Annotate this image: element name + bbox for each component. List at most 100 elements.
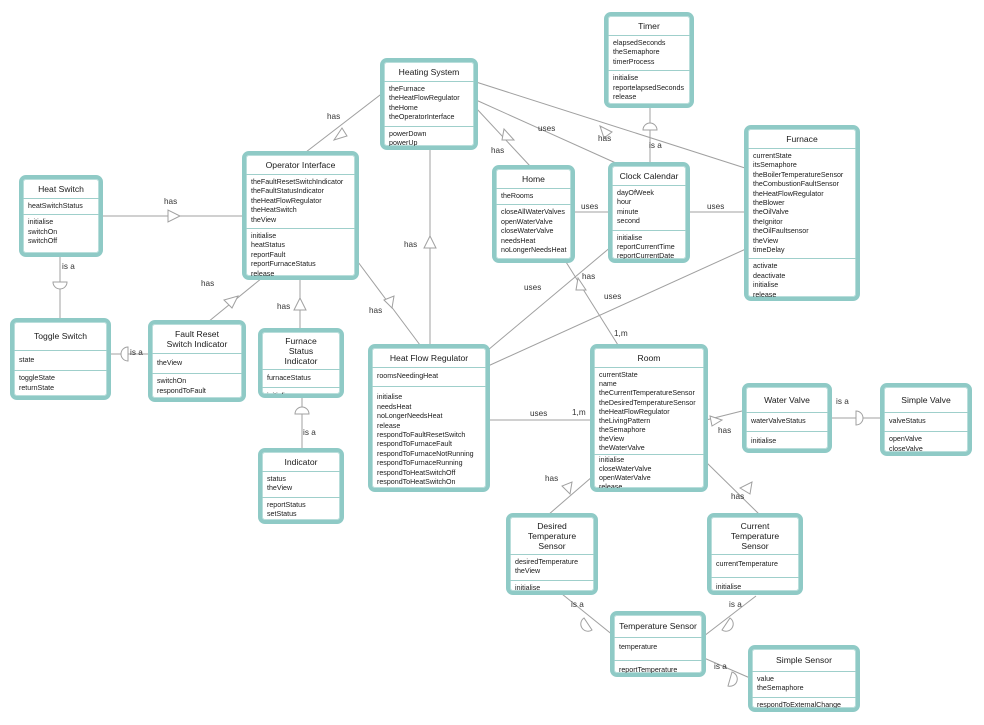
- isa-semicircle-fault: [120, 346, 129, 362]
- attribute: theCombustionFaultSensor: [753, 180, 839, 189]
- operation: reportFurnaceStatus: [251, 260, 316, 269]
- operation: initialise: [716, 583, 742, 592]
- class-desired-temperature-sensor[interactable]: Desired Temperature Sensor desiredTemper…: [506, 513, 598, 595]
- operation: needsHeat: [501, 236, 536, 245]
- operations-section: respondToExternalChange: [752, 698, 856, 709]
- class-timer[interactable]: Timer elapsedSeconds theSemaphore timerP…: [604, 12, 694, 108]
- class-title: Water Valve: [746, 387, 828, 413]
- attributes-section: theRooms: [496, 189, 571, 206]
- class-furnace[interactable]: Furnace currentState itsSemaphore theBoi…: [744, 125, 860, 301]
- class-home[interactable]: Home theRooms closeAllWaterValves openWa…: [492, 165, 575, 263]
- operations-section: switchOn respondToFault: [152, 374, 242, 398]
- operation: initialise: [753, 281, 779, 290]
- attributes-section: furnaceStatus: [262, 370, 340, 389]
- has-arrow-hs-opint: [332, 127, 348, 141]
- operation: respondToFurnaceRunning: [377, 459, 463, 468]
- operation: release: [753, 290, 777, 299]
- attribute: elapsedSeconds: [613, 39, 666, 47]
- attribute: theView: [251, 215, 277, 224]
- attribute: name: [599, 380, 617, 389]
- attribute: currentState: [753, 152, 792, 160]
- class-simple-sensor[interactable]: Simple Sensor value theSemaphore respond…: [748, 645, 860, 712]
- operation: closeValve: [889, 444, 923, 453]
- class-title: Temperature Sensor: [614, 615, 702, 638]
- attribute: theOilValve: [753, 208, 789, 217]
- attribute: temperature: [619, 643, 658, 651]
- class-heating-system[interactable]: Heating System theFurnace theHeatFlowReg…: [380, 58, 478, 150]
- attributes-section: theFaultResetSwitchIndicator theFaultSta…: [246, 175, 355, 230]
- class-heat-switch[interactable]: Heat Switch heatSwitchStatus initialise …: [19, 175, 103, 257]
- operation: respondToExternalChange: [757, 700, 841, 709]
- class-furnace-status-indicator[interactable]: Furnace Status Indicator furnaceStatus i…: [258, 328, 344, 398]
- attributes-section: desiredTemperature theView: [510, 555, 594, 581]
- class-simple-valve[interactable]: Simple Valve valveStatus openValve close…: [880, 383, 972, 456]
- operation: initialise: [751, 437, 777, 446]
- class-temperature-sensor[interactable]: Temperature Sensor temperature reportTem…: [610, 611, 706, 677]
- class-current-temperature-sensor[interactable]: Current Temperature Sensor currentTemper…: [707, 513, 803, 595]
- operations-section: initialise reportCurrentTime reportCurre…: [612, 231, 686, 261]
- class-heat-flow-regulator[interactable]: Heat Flow Regulator roomsNeedingHeat ini…: [368, 344, 490, 492]
- class-title: Fault Reset Switch Indicator: [152, 324, 242, 354]
- class-operator-interface[interactable]: Operator Interface theFaultResetSwitchIn…: [242, 151, 359, 280]
- operation: release: [251, 269, 275, 278]
- class-clock-calendar[interactable]: Clock Calendar dayOfWeek hour minute sec…: [608, 162, 690, 263]
- label-has-home-room: has: [582, 272, 596, 281]
- operation: powerDown: [389, 129, 427, 138]
- attributes-section: currentState name theCurrentTemperatureS…: [594, 368, 704, 455]
- operation: respondToFault: [157, 386, 206, 395]
- operation: openWaterValve: [501, 217, 553, 226]
- label-has-hs-furnace: has: [598, 134, 612, 143]
- label-uses-home-clock: uses: [581, 202, 599, 211]
- operations-section: reportStatus setStatus: [262, 498, 340, 520]
- operation: release: [613, 93, 637, 102]
- operation: closeAllWaterValves: [501, 208, 565, 217]
- operation: openWaterValve: [599, 474, 651, 483]
- attributes-section: elapsedSeconds theSemaphore timerProcess: [608, 36, 690, 72]
- attribute: theWaterValve: [599, 443, 645, 452]
- link-hs-opint: [305, 91, 385, 153]
- operation: respondToHeatSwitchOn: [377, 478, 456, 487]
- operation: initialise: [613, 74, 639, 83]
- attribute: theRooms: [501, 192, 534, 200]
- operation: reportStatus: [267, 500, 306, 509]
- link-desired-temp: [561, 593, 615, 637]
- attributes-section: temperature: [614, 638, 702, 662]
- class-toggle-switch[interactable]: Toggle Switch state toggleState returnSt…: [10, 318, 111, 400]
- class-title: Heat Flow Regulator: [372, 348, 486, 368]
- operations-section: openValve closeValve: [884, 432, 968, 453]
- attribute: timerProcess: [613, 57, 655, 66]
- isa-semicircle-furnstatus: [294, 406, 310, 415]
- link-hs-furnace: [475, 81, 746, 169]
- attributes-section: theFurnace theHeatFlowRegulator theHome …: [384, 82, 474, 127]
- label-isa-current: is a: [729, 600, 742, 609]
- operation: setStatus: [267, 510, 297, 519]
- attribute: theView: [753, 236, 779, 245]
- class-indicator[interactable]: Indicator status theView reportStatus se…: [258, 448, 344, 524]
- operation: powerUp: [389, 139, 418, 148]
- class-fault-reset-switch-indicator[interactable]: Fault Reset Switch Indicator theView swi…: [148, 320, 246, 402]
- operations-section: initialise reportelapsedSeconds release: [608, 71, 690, 104]
- class-water-valve[interactable]: Water Valve waterValveStatus initialise: [742, 383, 832, 453]
- label-uses-hfr-furnace: uses: [604, 292, 622, 301]
- attributes-section: valveStatus: [884, 413, 968, 433]
- attribute: theHeatSwitch: [251, 206, 297, 215]
- label-has-hs-home: has: [491, 146, 505, 155]
- attribute: currentState: [599, 371, 638, 379]
- has-arrow-hs-furnace: [599, 125, 613, 139]
- class-title: Home: [496, 169, 571, 189]
- operations-section: initialise closeWaterValve openWaterValv…: [594, 455, 704, 488]
- isa-semicircle-heatswitch: [52, 281, 68, 290]
- operation: initialise: [28, 218, 54, 227]
- operation: reportCurrentDate: [617, 252, 675, 261]
- has-arrow-heatswitch-opint: [167, 209, 182, 223]
- attribute: hour: [617, 198, 632, 207]
- operation: reportTemperature: [619, 666, 678, 675]
- class-room[interactable]: Room currentState name theCurrentTempera…: [590, 344, 708, 492]
- isa-semicircle-desired: [580, 617, 593, 632]
- operation: initialise: [515, 583, 541, 592]
- link-hfr-furnace: [487, 247, 749, 367]
- operation: initialise: [617, 233, 643, 242]
- operations-section: initialise setDesiredTemperature: [510, 581, 594, 592]
- isa-semicircle-simple: [727, 671, 738, 687]
- label-has-hs-opint: has: [327, 112, 341, 121]
